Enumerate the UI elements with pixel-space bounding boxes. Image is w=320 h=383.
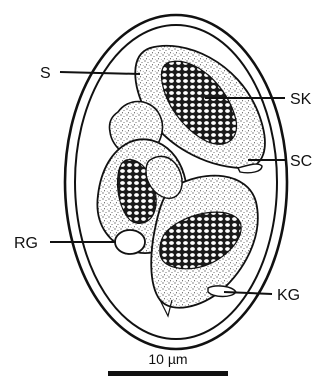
scale-bar-label: 10 µm [148, 351, 187, 367]
residual-globule [115, 230, 145, 254]
label-rg: RG [14, 235, 38, 252]
label-sk: SK [290, 91, 312, 108]
scale-bar: 10 µm [108, 351, 228, 376]
label-sc: SC [290, 153, 312, 170]
label-s: S [40, 65, 51, 82]
scale-bar-line [108, 371, 228, 376]
label-kg: KG [277, 287, 300, 304]
